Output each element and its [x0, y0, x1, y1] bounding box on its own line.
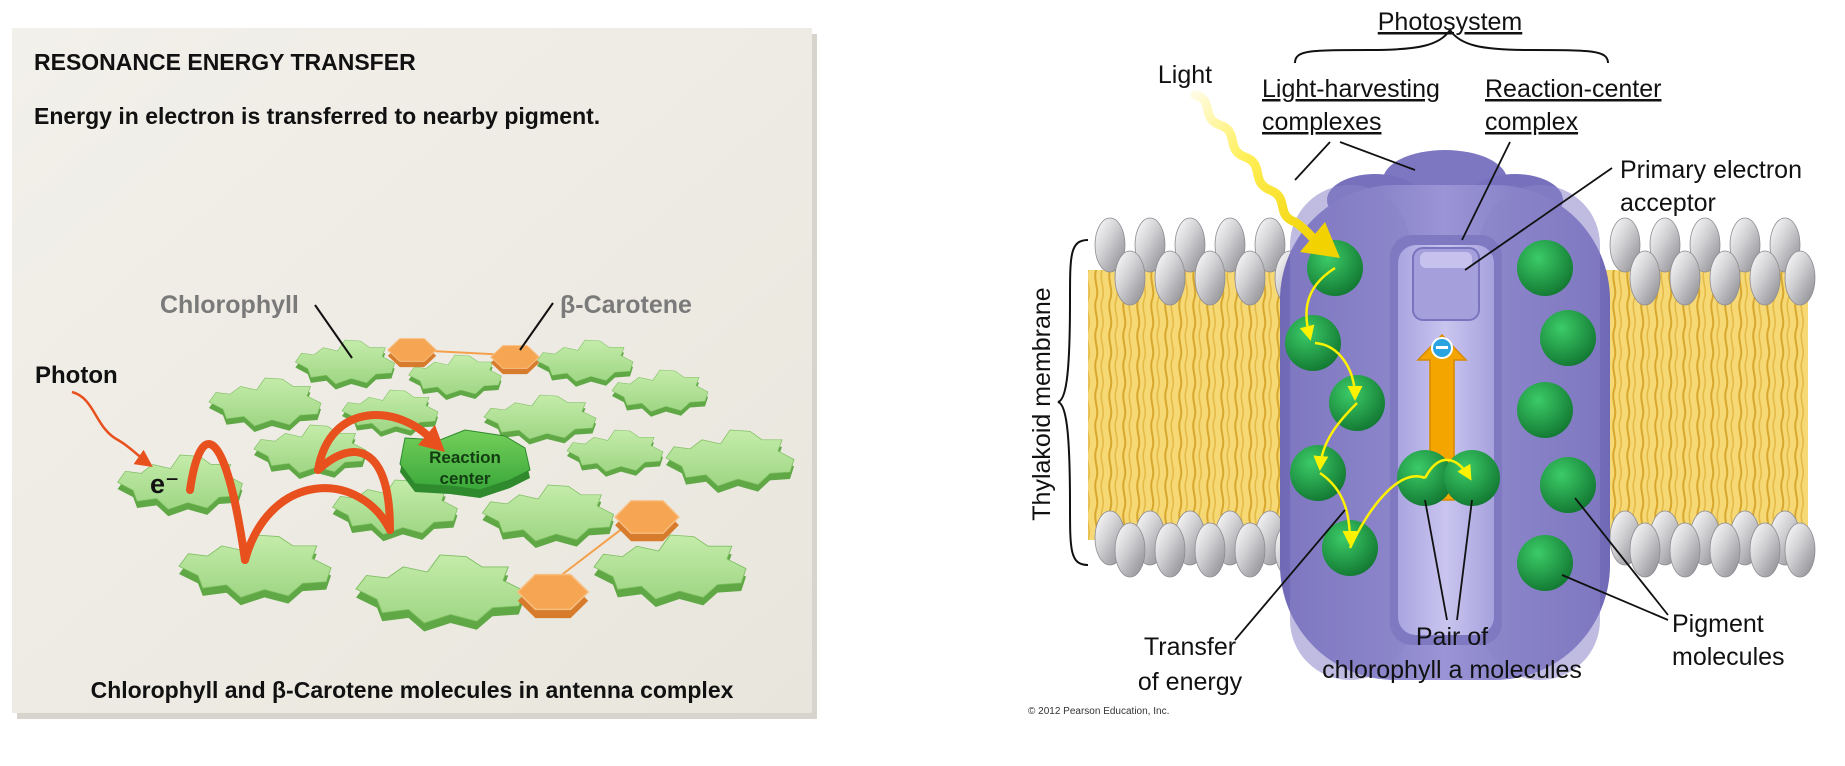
- light-label: Light: [1158, 61, 1212, 89]
- thylakoid-membrane-label: Thylakoid membrane: [1028, 287, 1056, 520]
- antenna-caption: Chlorophyll and β-Carotene molecules in …: [91, 677, 734, 703]
- pigment-molecule: [1285, 315, 1341, 371]
- hop-arrow: [314, 411, 436, 474]
- pair-label-2: chlorophyll a molecules: [1322, 656, 1582, 684]
- panel-subheading: Energy in electron is transferred to nea…: [34, 103, 600, 129]
- energy-transfer-arrows: [1299, 266, 1472, 549]
- reaction-center-pointer: [1461, 141, 1511, 241]
- resonance-energy-transfer-panel: RESONANCE ENERGY TRANSFER Energy in elec…: [12, 28, 817, 719]
- chlorophyll-pointer: [314, 304, 353, 359]
- chlorophyll-label: Chlorophyll: [160, 291, 299, 319]
- panel-heading: RESONANCE ENERGY TRANSFER: [34, 49, 416, 75]
- transfer-pointer: [1234, 509, 1346, 641]
- transfer-label-1: Transfer: [1144, 633, 1236, 661]
- primary-acceptor-pointer: [1464, 167, 1613, 271]
- pigment-molecule: [1517, 535, 1573, 591]
- photosystem-bracket: [1294, 28, 1609, 64]
- light-arrowhead: [1300, 222, 1340, 258]
- primary-acceptor-label-2: acceptor: [1620, 189, 1716, 217]
- membrane-bracket: [1057, 239, 1089, 566]
- reaction-center-complex-label-1: Reaction-center: [1485, 75, 1661, 103]
- photon-label: Photon: [35, 362, 118, 389]
- beta-carotene-molecules: [387, 338, 680, 619]
- pigment-pointer: [1561, 574, 1669, 621]
- energy-hop-arrows: [186, 411, 445, 564]
- photosystem-label: Photosystem: [1378, 8, 1523, 36]
- carotene-pointer: [519, 302, 554, 351]
- pigment-molecule: [1540, 310, 1596, 366]
- pigment-label-2: molecules: [1672, 643, 1785, 671]
- pigment-molecule: [1290, 445, 1346, 501]
- primary-acceptor-label-1: Primary electron: [1620, 156, 1802, 184]
- reaction-center-label-1: Reaction: [429, 448, 501, 467]
- pigment-molecules: [1285, 240, 1596, 591]
- pigment-pointer: [1574, 497, 1669, 616]
- photosystem-diagram: Photosystem Light Light-harvesting compl…: [1028, 8, 1816, 717]
- reaction-center-complex-label-2: complex: [1485, 108, 1579, 136]
- transfer-label-2: of energy: [1138, 668, 1243, 696]
- hop-arrow: [241, 484, 394, 564]
- light-harvesting-pointer: [1339, 141, 1416, 171]
- reaction-center: Reaction center: [399, 429, 531, 498]
- hop-arrow: [186, 440, 249, 564]
- pigment-molecule: [1517, 240, 1573, 296]
- light-harvesting-pointer: [1294, 141, 1331, 181]
- pair-label-1: Pair of: [1416, 623, 1488, 651]
- electron-label: e⁻: [150, 469, 179, 499]
- light-harvesting-label-2: complexes: [1262, 108, 1382, 136]
- pigment-molecule: [1517, 382, 1573, 438]
- light-harvesting-label-1: Light-harvesting: [1262, 75, 1440, 103]
- chlorophyll-a-molecule: [1444, 450, 1500, 506]
- copyright-notice: © 2012 Pearson Education, Inc.: [1028, 706, 1169, 717]
- pair-pointer: [1456, 499, 1473, 621]
- pigment-molecule: [1540, 457, 1596, 513]
- pigment-label-1: Pigment: [1672, 610, 1764, 638]
- reaction-center-label-2: center: [439, 469, 490, 488]
- hop-arrow: [314, 448, 394, 534]
- light-ray: [1190, 90, 1340, 258]
- carotene-label: β-Carotene: [560, 291, 692, 319]
- photon-arrow: [71, 390, 153, 468]
- hop-arrowhead: [418, 425, 445, 452]
- pair-pointer: [1424, 499, 1448, 621]
